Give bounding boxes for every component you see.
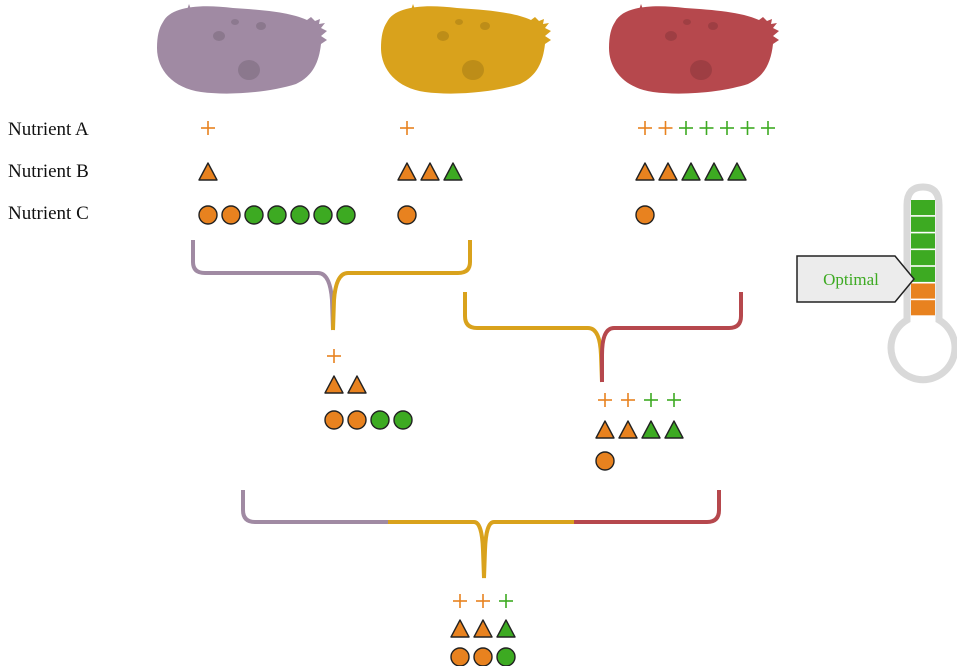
red-potato-nutrient-b-triangle	[704, 162, 724, 181]
purple-potato-eye	[231, 19, 239, 25]
red-potato-eye	[708, 22, 718, 30]
thermometer-orange-segment	[911, 300, 935, 316]
red-potato-nutrient-a-plus	[761, 121, 775, 135]
red-potato-nutrient-a-plus	[699, 121, 714, 135]
purple-potato-nutrient-b-triangle	[198, 162, 218, 181]
purple-potato-nutrient-c-circle	[290, 205, 310, 225]
purple-potato-nutrient-c-circle	[198, 205, 218, 225]
red-potato-eye	[683, 19, 691, 25]
red-potato-nutrient-a-plus	[720, 121, 734, 135]
purple-potato-nutrient-c-circle	[267, 205, 287, 225]
purple-potato-eye	[213, 31, 225, 41]
yellow-potato-eye	[480, 22, 490, 30]
red-potato-nutrient-a-plus	[638, 121, 652, 135]
bracket-yellow-right	[331, 240, 472, 331]
yellow-potato-nutrient-b-triangle	[397, 162, 417, 181]
mix-all-three-nutrient-b-triangle	[496, 619, 516, 638]
red-potato-nutrient-b-triangle	[727, 162, 747, 181]
mix-purple-yellow-nutrient-c-circle	[370, 410, 390, 430]
red-potato-sprout	[637, 4, 645, 16]
bracket-red-right	[600, 292, 743, 382]
mix-yellow-red-nutrient-b-triangle	[618, 420, 638, 439]
nutrient-b-label: Nutrient B	[8, 161, 89, 182]
yellow-potato-nutrient-c-circle	[397, 205, 417, 225]
yellow-potato-body	[381, 6, 551, 94]
nutrient-a-label: Nutrient A	[8, 119, 89, 140]
red-potato-eye	[690, 60, 712, 80]
mix-all-three-nutrient-a-plus	[453, 594, 467, 608]
mix-yellow-red-nutrient-c-circle	[595, 451, 615, 471]
red-potato-body	[609, 6, 779, 94]
nutrient-c-label: Nutrient C	[8, 203, 89, 224]
thermometer: Optimal	[796, 183, 957, 384]
mix-purple-yellow-nutrient-c-circle	[324, 410, 344, 430]
yellow-potato-nutrient-b-triangle	[420, 162, 440, 181]
thermometer-green-segment	[911, 266, 935, 282]
red-potato-nutrient-a-plus	[658, 121, 673, 135]
purple-potato-nutrient-c-circle	[313, 205, 333, 225]
bracket-yellow-left	[463, 292, 604, 383]
red-potato-nutrient-a-plus	[679, 121, 693, 135]
bracket-purple-segment	[241, 490, 388, 524]
purple-potato-sprout	[185, 4, 193, 16]
thermometer-green-segment	[911, 233, 935, 249]
purple-potato-nutrient-c-circle	[221, 205, 241, 225]
purple-potato-nutrient-c-circle	[336, 205, 356, 225]
optimal-callout	[796, 255, 915, 303]
mix-yellow-red-nutrient-a-plus	[621, 393, 635, 407]
yellow-potato-eye	[462, 60, 484, 80]
yellow-potato-eye	[437, 31, 449, 41]
purple-potato-eye	[256, 22, 266, 30]
red-potato-nutrient-a-plus	[740, 121, 755, 135]
mix-all-three-nutrient-b-triangle	[450, 619, 470, 638]
mix-yellow-red-nutrient-a-plus	[644, 393, 658, 407]
yellow-potato-sprout	[409, 4, 417, 16]
purple-potato-nutrient-a-plus	[201, 121, 215, 135]
mix-yellow-red-nutrient-b-triangle	[595, 420, 615, 439]
mix-all-three-nutrient-c-circle	[450, 647, 470, 667]
thermometer-green-segment	[911, 200, 935, 216]
yellow-potato	[381, 4, 551, 94]
thermometer-orange-segment	[911, 283, 935, 299]
bracket-red-segment	[574, 490, 721, 524]
mix-purple-yellow-nutrient-a-plus	[327, 349, 341, 363]
bracket-purple-left	[191, 240, 335, 331]
mix-all-three-nutrient-a-plus	[499, 594, 513, 608]
red-potato-nutrient-b-triangle	[681, 162, 701, 181]
red-potato-nutrient-b-triangle	[658, 162, 678, 181]
purple-potato	[157, 4, 327, 94]
red-potato-nutrient-b-triangle	[635, 162, 655, 181]
red-potato-nutrient-c-circle	[635, 205, 655, 225]
yellow-potato-nutrient-a-plus	[400, 121, 414, 135]
mix-purple-yellow-nutrient-c-circle	[347, 410, 367, 430]
mix-all-three-nutrient-c-circle	[473, 647, 493, 667]
mix-yellow-red-nutrient-a-plus	[667, 393, 681, 407]
bracket-yellow-segment	[388, 520, 574, 579]
red-potato	[609, 4, 779, 94]
mix-all-three-nutrient-b-triangle	[473, 619, 493, 638]
mix-yellow-red-nutrient-b-triangle	[641, 420, 661, 439]
mix-yellow-red-nutrient-a-plus	[598, 393, 612, 407]
red-potato-eye	[665, 31, 677, 41]
mix-all-three-nutrient-a-plus	[476, 594, 490, 608]
optimal-label: Optimal	[823, 270, 879, 289]
mix-all-three-nutrient-c-circle	[496, 647, 516, 667]
purple-potato-nutrient-c-circle	[244, 205, 264, 225]
yellow-potato-eye	[455, 19, 463, 25]
mix-purple-yellow-nutrient-b-triangle	[347, 375, 367, 394]
mix-purple-yellow-nutrient-c-circle	[393, 410, 413, 430]
purple-potato-eye	[238, 60, 260, 80]
thermometer-green-segment	[911, 250, 935, 266]
thermometer-green-segment	[911, 216, 935, 232]
mix-purple-yellow-nutrient-b-triangle	[324, 375, 344, 394]
thermometer-outline	[887, 183, 957, 384]
yellow-potato-nutrient-b-triangle	[443, 162, 463, 181]
mix-yellow-red-nutrient-b-triangle	[664, 420, 684, 439]
purple-potato-body	[157, 6, 327, 94]
